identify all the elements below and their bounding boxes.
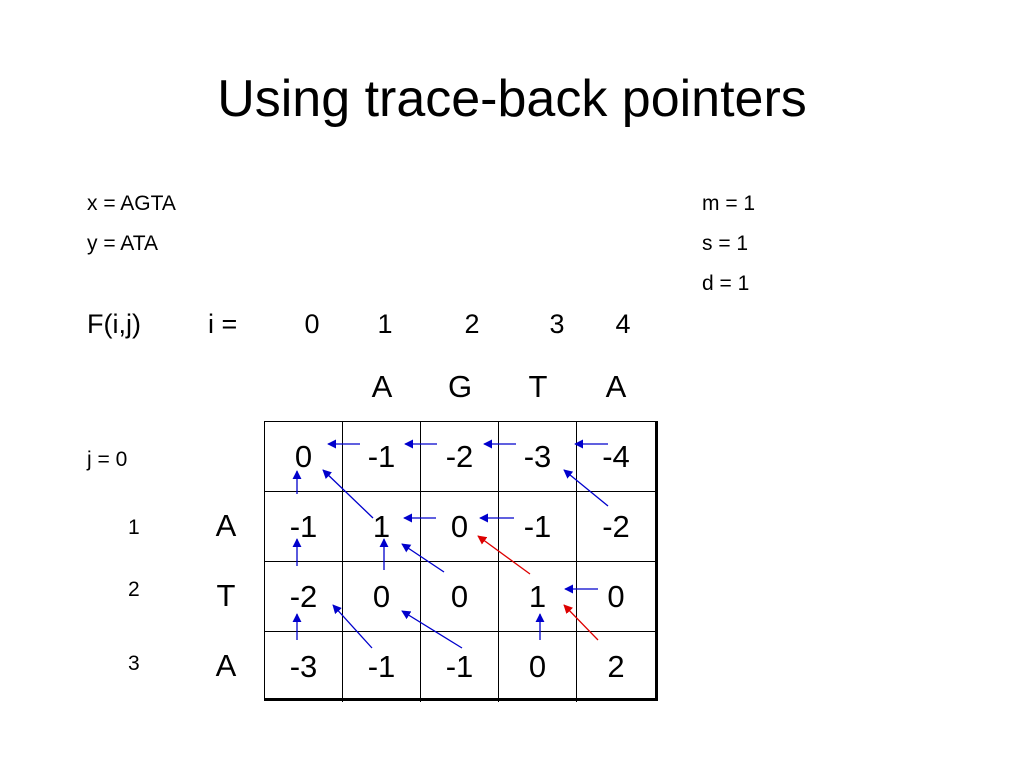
param-match: m = 1 bbox=[702, 192, 756, 215]
i-value-3: 3 bbox=[549, 309, 565, 339]
x-letter-2: G bbox=[447, 369, 473, 404]
matrix-cell-1-1: 1 bbox=[343, 492, 421, 562]
j-label-0: j = 0 bbox=[87, 448, 128, 471]
matrix-cell-1-2: 0 bbox=[421, 492, 499, 562]
param-deletion: d = 1 bbox=[702, 272, 750, 295]
y-letter-2: T bbox=[216, 578, 236, 613]
matrix-cell-3-2: -1 bbox=[421, 632, 499, 702]
matrix-cell-3-3: 0 bbox=[499, 632, 577, 702]
matrix-cell-2-4: 0 bbox=[577, 562, 655, 632]
matrix-cell-1-0: -1 bbox=[265, 492, 343, 562]
i-label: i = bbox=[208, 309, 238, 339]
j-label-1: 1 bbox=[128, 516, 140, 539]
matrix-cell-3-0: -3 bbox=[265, 632, 343, 702]
matrix-cell-3-1: -1 bbox=[343, 632, 421, 702]
matrix-cell-2-3: 1 bbox=[499, 562, 577, 632]
matrix-cell-1-4: -2 bbox=[577, 492, 655, 562]
matrix-cell-2-0: -2 bbox=[265, 562, 343, 632]
i-value-1: 1 bbox=[377, 309, 393, 339]
matrix-cell-3-4: 2 bbox=[607, 649, 625, 684]
i-value-2: 2 bbox=[464, 309, 480, 339]
param-substitution: s = 1 bbox=[702, 232, 749, 255]
matrix-cell-2-2: 0 bbox=[421, 562, 499, 632]
page-title: Using trace-back pointers bbox=[217, 70, 807, 128]
x-letter-4: A bbox=[605, 369, 627, 404]
matrix-cell-0-1: -1 bbox=[343, 422, 421, 492]
f-label: F(i,j) bbox=[87, 309, 141, 339]
matrix-cell-0-2: -2 bbox=[421, 422, 499, 492]
sequence-y: y = ATA bbox=[87, 232, 158, 255]
matrix-cell-2-1: 0 bbox=[343, 562, 421, 632]
j-label-3: 3 bbox=[128, 652, 140, 675]
matrix-cell-0-0: 0 bbox=[265, 422, 343, 492]
matrix-cell-0-3: -3 bbox=[499, 422, 577, 492]
i-value-4: 4 bbox=[615, 309, 631, 339]
matrix-cell-0-4: -4 bbox=[577, 422, 655, 492]
dp-matrix: 0 -1 -2 -3 -4 -1 1 0 -1 -2 -2 0 0 1 0 -3… bbox=[264, 421, 658, 702]
sequence-x: x = AGTA bbox=[87, 192, 176, 215]
i-value-0: 0 bbox=[304, 309, 320, 339]
j-label-2: 2 bbox=[128, 578, 140, 601]
matrix-cell-1-3: -1 bbox=[499, 492, 577, 562]
y-letter-3: A bbox=[215, 648, 237, 683]
x-letter-3: T bbox=[528, 369, 548, 404]
y-letter-1: A bbox=[215, 508, 237, 543]
x-letter-1: A bbox=[371, 369, 393, 404]
